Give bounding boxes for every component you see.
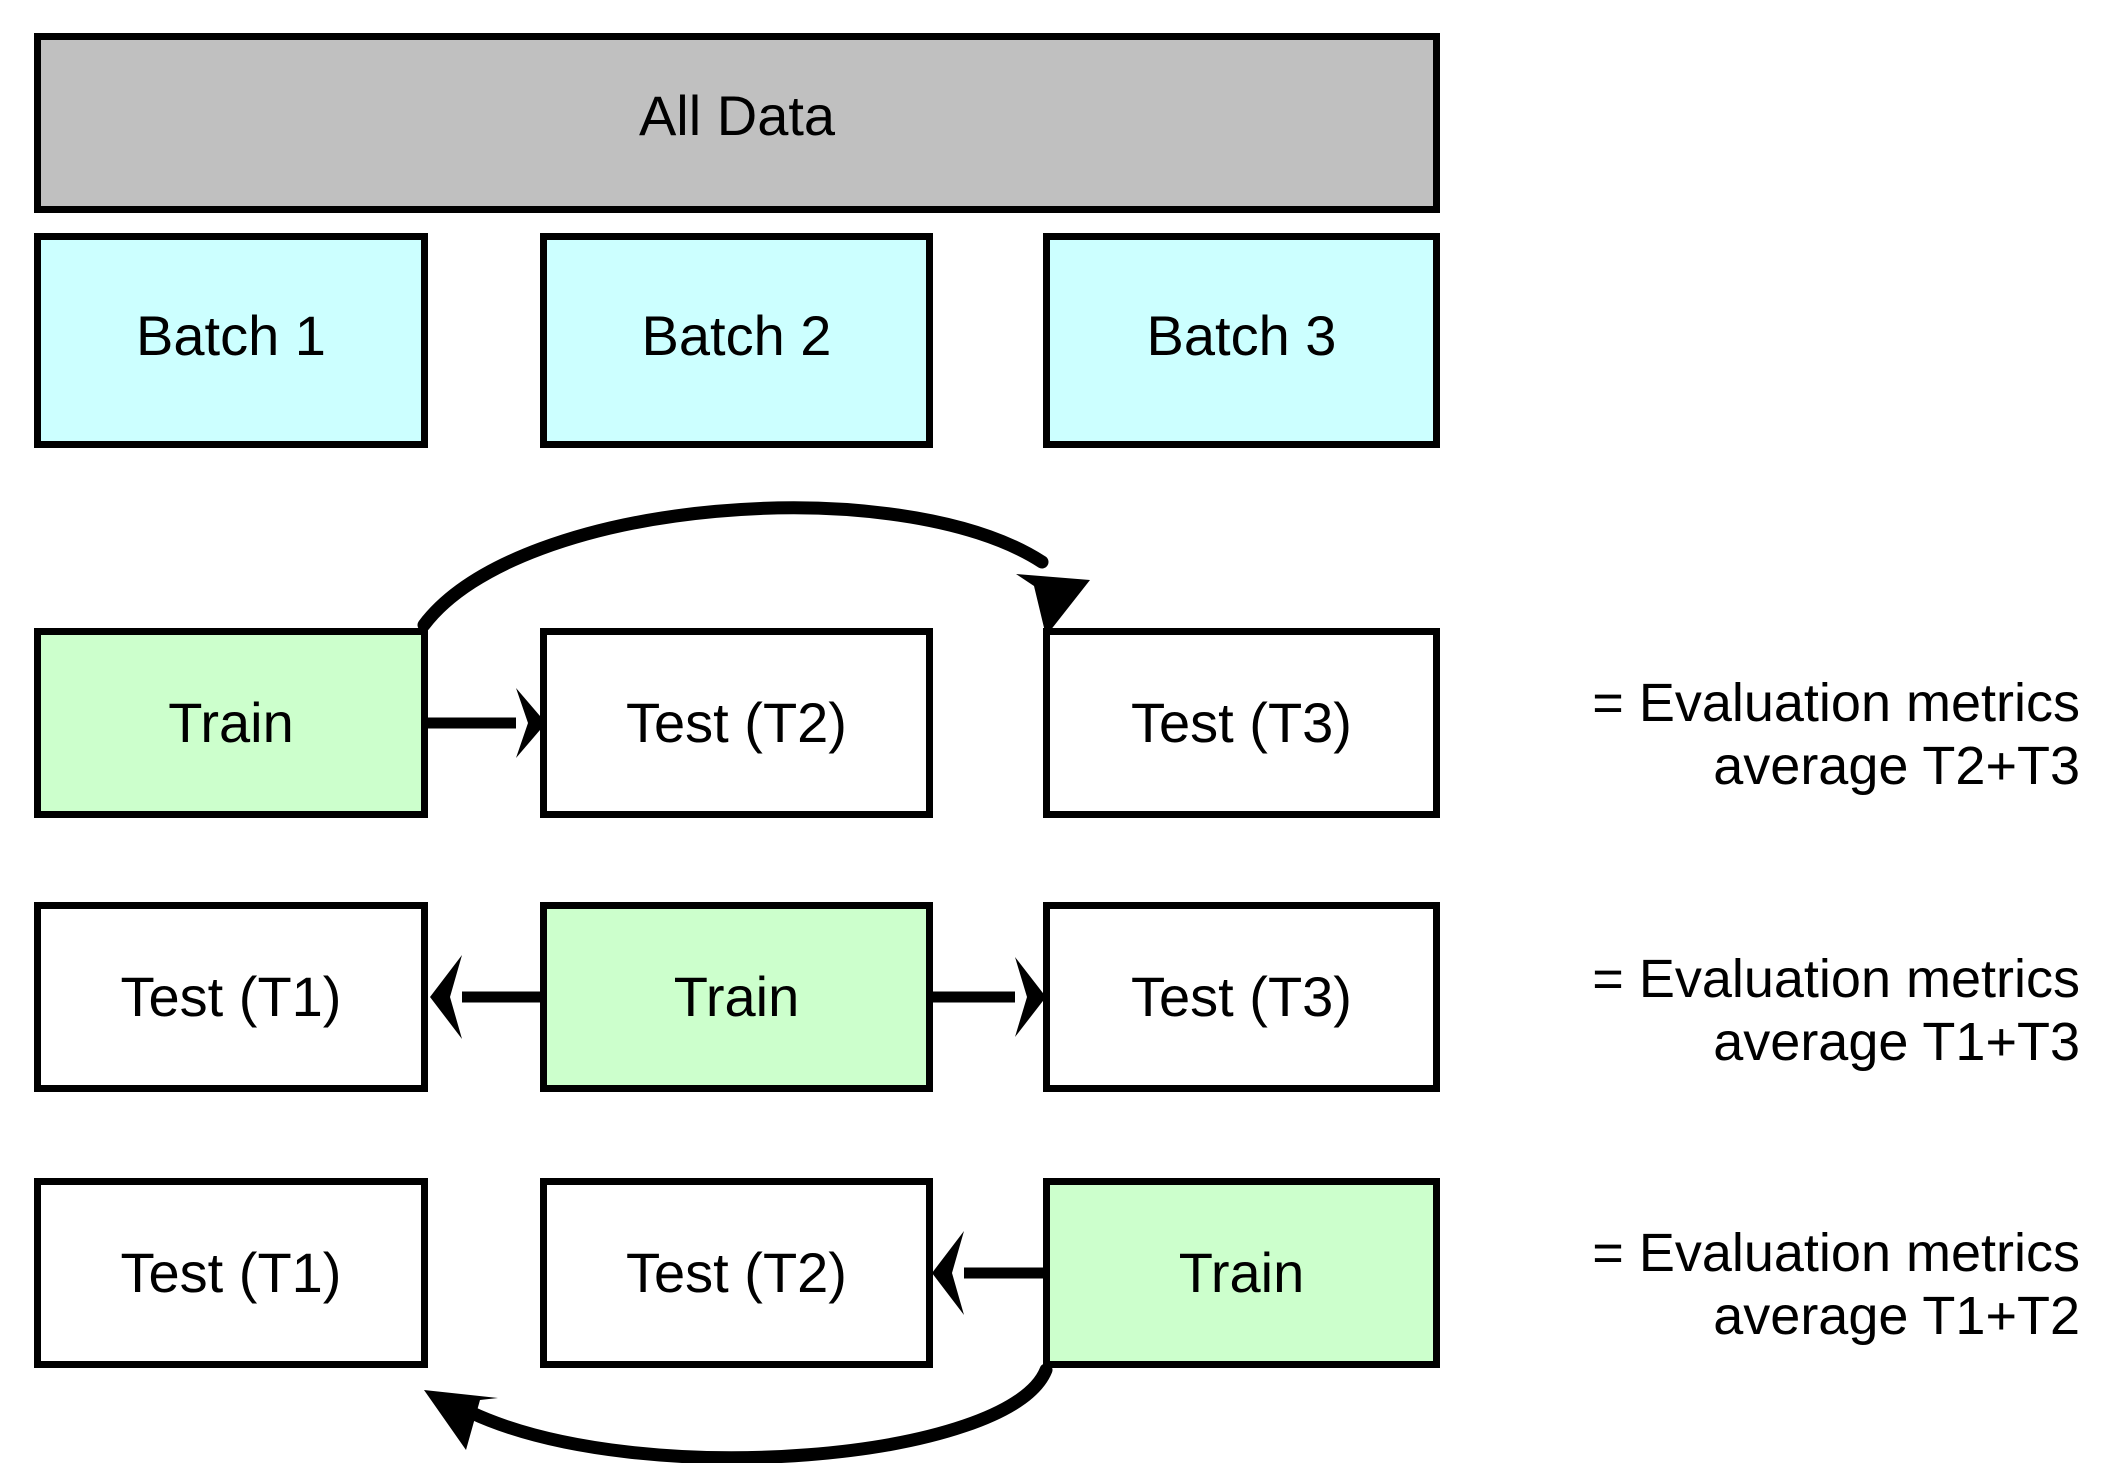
fold-3-result-line-1: = Evaluation metrics [1592, 1223, 2080, 1283]
fold-3-cell-2-label: Test (T2) [626, 1241, 847, 1304]
fold-1-cell-3-test: Test (T3) [1043, 628, 1440, 818]
fold-2-cell-1-test: Test (T1) [34, 902, 428, 1092]
fold-2-result-line-2: average T1+T3 [1713, 1011, 2080, 1072]
fold-3-result-line-2: average T1+T2 [1713, 1285, 2080, 1346]
batch-box-3: Batch 3 [1043, 233, 1440, 448]
fold-1-result-line-2: average T2+T3 [1713, 735, 2080, 796]
arrow-fold-3-train-to-t2 [932, 1231, 1043, 1315]
arrow-fold-1-train-to-t3-curved [417, 501, 1090, 636]
fold-1-result-label: = Evaluation metrics average T2+T3 [1540, 672, 2080, 797]
fold-2-cell-1-label: Test (T1) [120, 965, 342, 1028]
fold-2-cell-3-label: Test (T3) [1131, 965, 1352, 1028]
batch-label-3: Batch 3 [1146, 304, 1337, 367]
arrow-fold-2-train-to-t1 [430, 955, 540, 1039]
fold-1-cell-1-label: Train [168, 691, 294, 754]
fold-3-cell-1-label: Test (T1) [120, 1241, 342, 1304]
fold-2-cell-2-label: Train [673, 965, 800, 1028]
batch-label-1: Batch 1 [136, 304, 326, 367]
batch-box-2: Batch 2 [540, 233, 933, 448]
fold-3-cell-1-test: Test (T1) [34, 1178, 428, 1368]
fold-1-cell-1-train: Train [34, 628, 428, 818]
batch-box-1: Batch 1 [34, 233, 428, 448]
fold-2-cell-2-train: Train [540, 902, 933, 1092]
fold-3-cell-3-train: Train [1043, 1178, 1440, 1368]
fold-2-result-line-1: = Evaluation metrics [1592, 949, 2080, 1009]
arrow-fold-1-train-to-t2 [428, 688, 546, 758]
all-data-label: All Data [638, 84, 836, 147]
fold-3-result-label: = Evaluation metrics average T1+T2 [1540, 1222, 2080, 1347]
fold-2-cell-3-test: Test (T3) [1043, 902, 1440, 1092]
fold-1-cell-2-test: Test (T2) [540, 628, 933, 818]
fold-1-cell-3-label: Test (T3) [1131, 691, 1352, 754]
batch-label-2: Batch 2 [641, 304, 832, 367]
arrow-fold-3-train-to-t1-curved [424, 1363, 1053, 1463]
fold-1-cell-2-label: Test (T2) [626, 691, 847, 754]
fold-3-cell-2-test: Test (T2) [540, 1178, 933, 1368]
all-data-box: All Data [34, 33, 1440, 213]
fold-3-cell-3-label: Train [1178, 1241, 1305, 1304]
fold-1-result-line-1: = Evaluation metrics [1592, 673, 2080, 733]
fold-2-result-label: = Evaluation metrics average T1+T3 [1540, 948, 2080, 1073]
arrow-fold-2-train-to-t3 [933, 957, 1046, 1037]
